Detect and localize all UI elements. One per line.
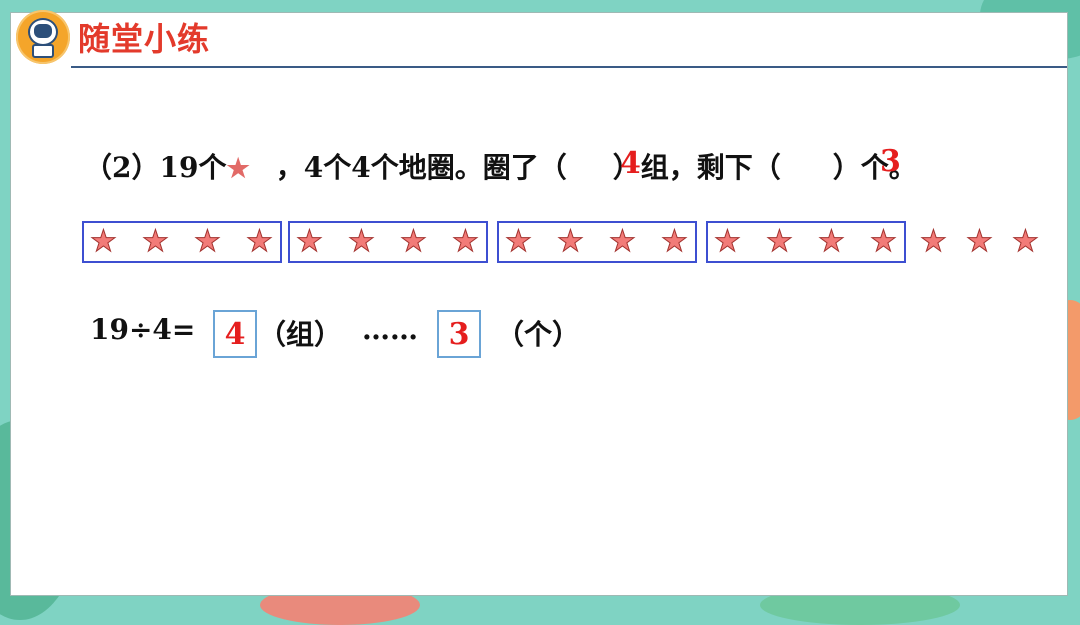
equation-lhs: 19÷4=	[90, 313, 196, 346]
star-group-box	[706, 221, 906, 263]
remainder-box: 3	[437, 310, 481, 358]
astronaut-body-icon	[32, 44, 54, 58]
star-icon: ★	[296, 224, 324, 259]
quotient-box: 4	[213, 310, 257, 358]
star-icon: ★	[142, 224, 170, 259]
question-suffix: ）个。	[832, 151, 917, 184]
answer-groups: 4	[620, 146, 641, 181]
star-icon-remaining: ★	[1012, 224, 1040, 259]
astronaut-badge-icon	[16, 10, 70, 64]
star-icon: ★	[609, 224, 637, 259]
answer-remainder: 3	[880, 144, 901, 179]
star-icon: ★	[194, 224, 222, 259]
astronaut-visor-icon	[34, 24, 52, 38]
star-icon: ★	[452, 224, 480, 259]
question-after-groups: ）组，剩下（	[612, 151, 781, 184]
question-middle: ，4个4个地圈。圈了（	[275, 151, 567, 184]
unit-groups-label: （组）	[258, 318, 343, 351]
star-icon: ★	[505, 224, 533, 259]
star-icon: ★	[226, 154, 250, 184]
star-icon-remaining: ★	[920, 224, 948, 259]
page-title: 随堂小练	[78, 20, 211, 58]
unit-items-label: （个）	[496, 318, 581, 351]
star-icon: ★	[557, 224, 585, 259]
star-icon: ★	[400, 224, 428, 259]
star-icon-remaining: ★	[966, 224, 994, 259]
star-icon: ★	[714, 224, 742, 259]
star-icon: ★	[870, 224, 898, 259]
star-group-box	[288, 221, 488, 263]
star-icon: ★	[348, 224, 376, 259]
star-icon: ★	[90, 224, 118, 259]
question-text: （2）19个★ ，4个4个地圈。圈了（ ）组，剩下（ ）个。	[84, 146, 917, 186]
star-icon: ★	[246, 224, 274, 259]
star-group-box	[82, 221, 282, 263]
star-group-box	[497, 221, 697, 263]
header-divider	[71, 66, 1067, 68]
slide-canvas	[10, 12, 1068, 596]
star-icon: ★	[766, 224, 794, 259]
ellipsis-dots: ……	[362, 313, 418, 346]
question-prefix: （2）19个	[84, 151, 227, 184]
star-icon: ★	[818, 224, 846, 259]
star-icon: ★	[661, 224, 689, 259]
